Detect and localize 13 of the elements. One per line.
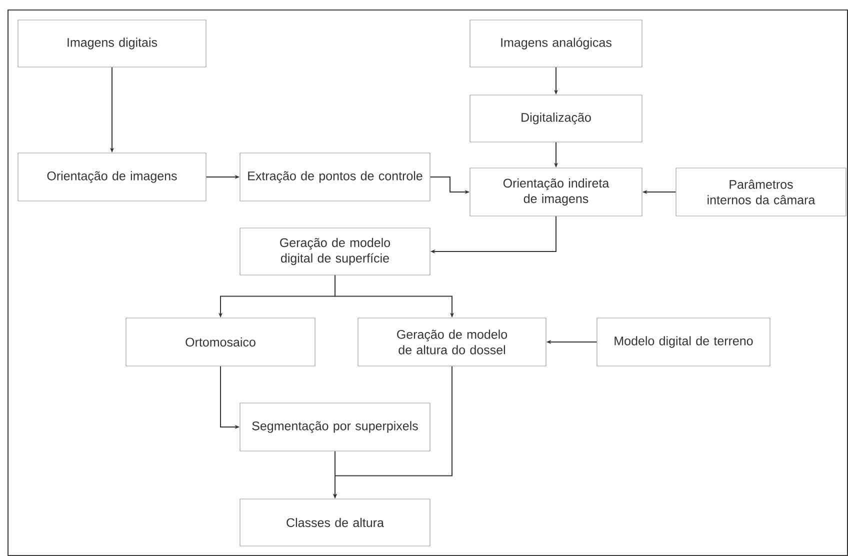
process-box: Parâmetros internos da câmara xyxy=(676,168,846,216)
process-box: Extração de pontos de controle xyxy=(240,152,430,202)
process-box: Geração de modelo de altura do dossel xyxy=(358,318,546,366)
process-box: Orientação de imagens xyxy=(18,152,206,202)
process-box: Segmentação por superpixels xyxy=(240,402,430,452)
process-box: Classes de altura xyxy=(240,498,430,546)
process-box: Digitalização xyxy=(470,94,642,142)
process-box: Orientação indireta de imagens xyxy=(470,168,642,216)
process-box: Imagens digitais xyxy=(18,20,206,68)
process-box: Geração de modelo digital de superfície xyxy=(240,228,430,276)
process-box: Imagens analógicas xyxy=(470,20,642,68)
process-box: Ortomosaico xyxy=(126,318,316,366)
process-box: Modelo digital de terreno xyxy=(596,318,770,366)
